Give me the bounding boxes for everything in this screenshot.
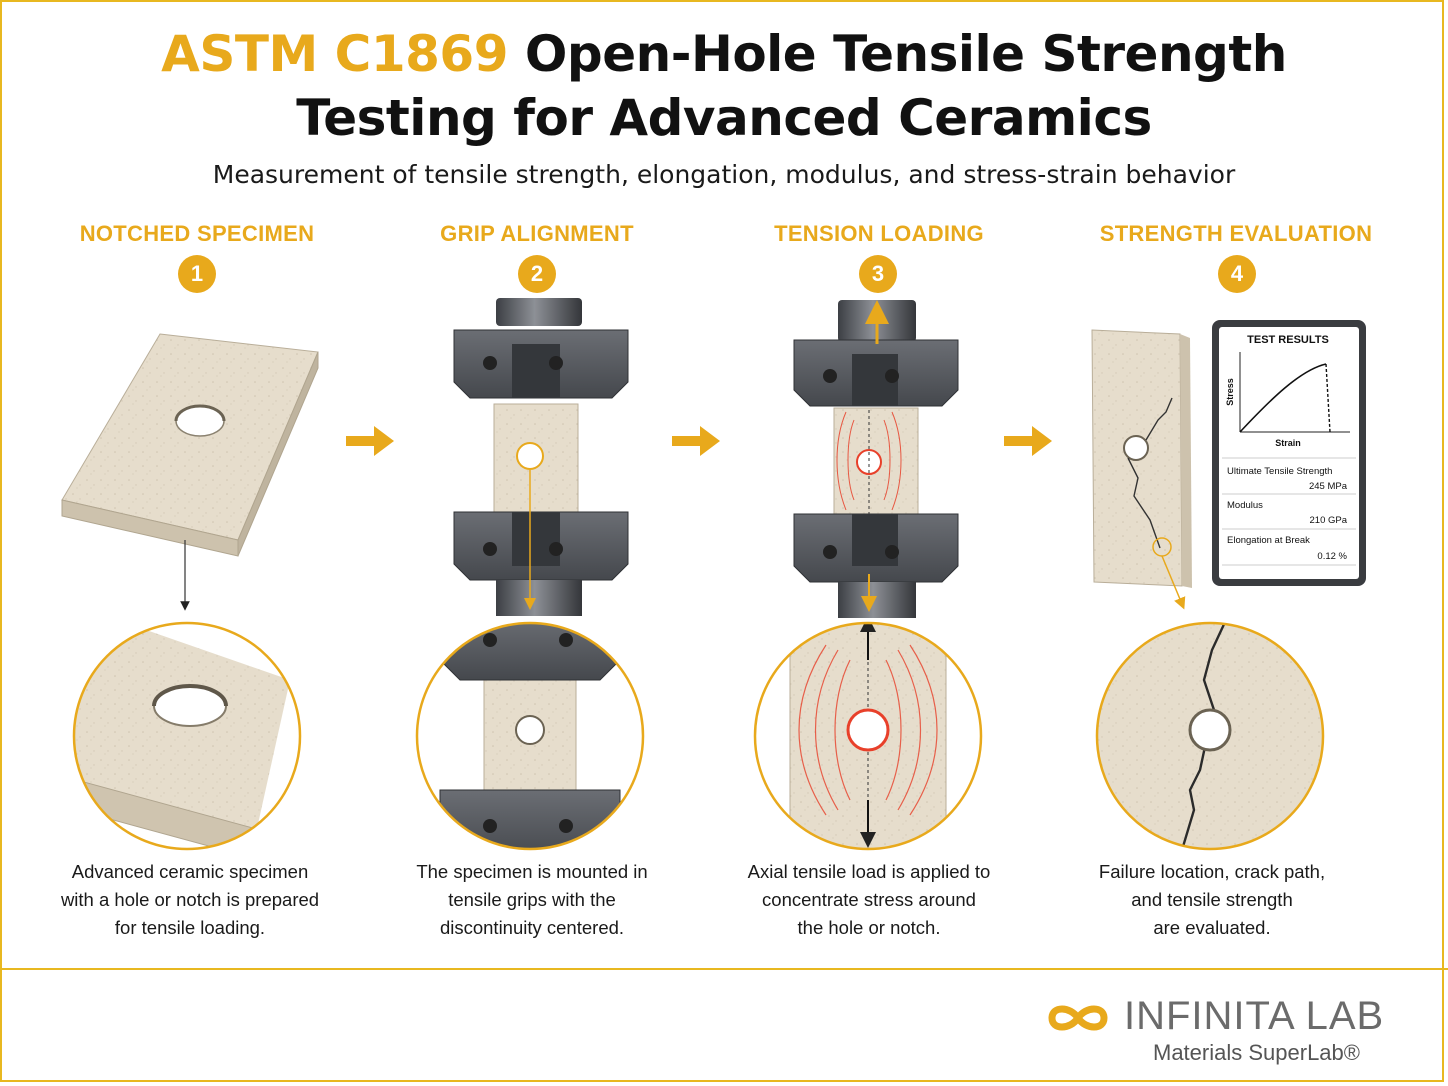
step-3-number: 3 [859,255,897,293]
caption-line: Axial tensile load is applied to [747,861,991,882]
results-row-label: Modulus [1227,500,1263,511]
step-3-caption: Axial tensile load is applied to concent… [709,858,1029,942]
results-row-value: 0.12 % [1317,551,1347,562]
caption-line: concentrate stress around [762,889,976,910]
page-title: ASTM C1869 Open-Hole Tensile Strength Te… [0,22,1448,150]
step-2-heading: GRIP ALIGNMENT [440,221,634,246]
grip-assembly [453,298,629,616]
title-rest: Open-Hole Tensile Strength [524,25,1287,83]
notched-specimen-plate [61,333,319,557]
title-accent: ASTM C1869 [161,25,508,83]
page-subtitle: Measurement of tensile strength, elongat… [212,160,1236,189]
step-2-number: 2 [518,255,556,293]
step-1-caption: Advanced ceramic specimen with a hole or… [30,858,350,942]
zoom-crack-detail [1097,623,1323,849]
logo-name: INFINITA LAB [1124,994,1385,1038]
caption-line: and tensile strength [1131,889,1293,910]
caption-line: the hole or notch. [797,917,941,938]
step-3-heading: TENSION LOADING [774,221,984,246]
results-ylabel: Stress [1225,378,1235,406]
caption-line: for tensile loading. [114,917,266,938]
step-1-number: 1 [178,255,216,293]
footer-divider [0,968,1448,970]
logo-tagline: Materials SuperLab® [1153,1040,1360,1065]
caption-line: discontinuity centered. [439,917,625,938]
step-4-caption: Failure location, crack path, and tensil… [1052,858,1372,942]
results-xlabel: Strain [1275,438,1301,448]
step-4-number: 4 [1218,255,1256,293]
flow-arrow-icon [1004,426,1052,456]
results-row-value: 210 GPa [1310,515,1348,526]
caption-line: The specimen is mounted in [416,861,648,882]
flow-arrow-icon [672,426,720,456]
tension-assembly [793,300,959,618]
caption-line: Advanced ceramic specimen [71,861,309,882]
step-1-heading: NOTCHED SPECIMEN [79,221,315,246]
caption-line: tensile grips with the [448,889,616,910]
zoom-plate-detail [74,623,300,849]
step-2-caption: The specimen is mounted in tensile grips… [372,858,692,942]
test-results-panel [1212,320,1366,586]
results-row-label: Ultimate Tensile Strength [1227,466,1332,477]
zoom-stress-detail [755,623,981,849]
caption-line: with a hole or notch is prepared [60,889,320,910]
infinity-logo-icon [1048,1005,1108,1031]
results-row-value: 245 MPa [1309,481,1348,492]
title-line2: Testing for Advanced Ceramics [296,89,1152,147]
fractured-specimen [1091,329,1192,588]
caption-line: Failure location, crack path, [1098,861,1326,882]
results-row-label: Elongation at Break [1227,535,1310,546]
flow-arrow-icon [346,426,394,456]
caption-line: are evaluated. [1153,917,1271,938]
results-title: TEST RESULTS [1247,334,1329,346]
step-4-heading: STRENGTH EVALUATION [1099,221,1373,246]
